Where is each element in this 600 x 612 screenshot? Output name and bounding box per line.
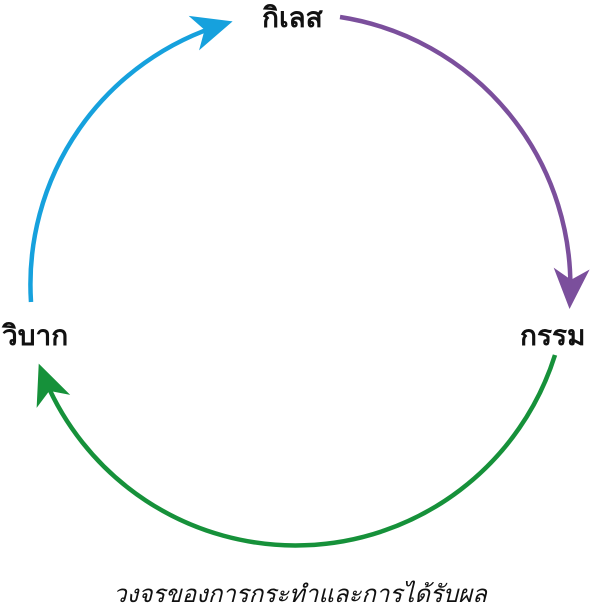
arrow-vipaka-to-kilesa (28, 15, 233, 303)
node-label-vipaka: วิบาก (2, 319, 69, 352)
arrow-kamma-to-vipaka (36, 354, 558, 548)
node-label-kilesa: กิเลส (262, 1, 323, 34)
arrow-kilesa-to-kamma (339, 14, 590, 309)
diagram-caption: วงจรของการกระทำและการได้รับผล (113, 580, 487, 608)
node-label-kamma: กรรม (520, 319, 586, 352)
